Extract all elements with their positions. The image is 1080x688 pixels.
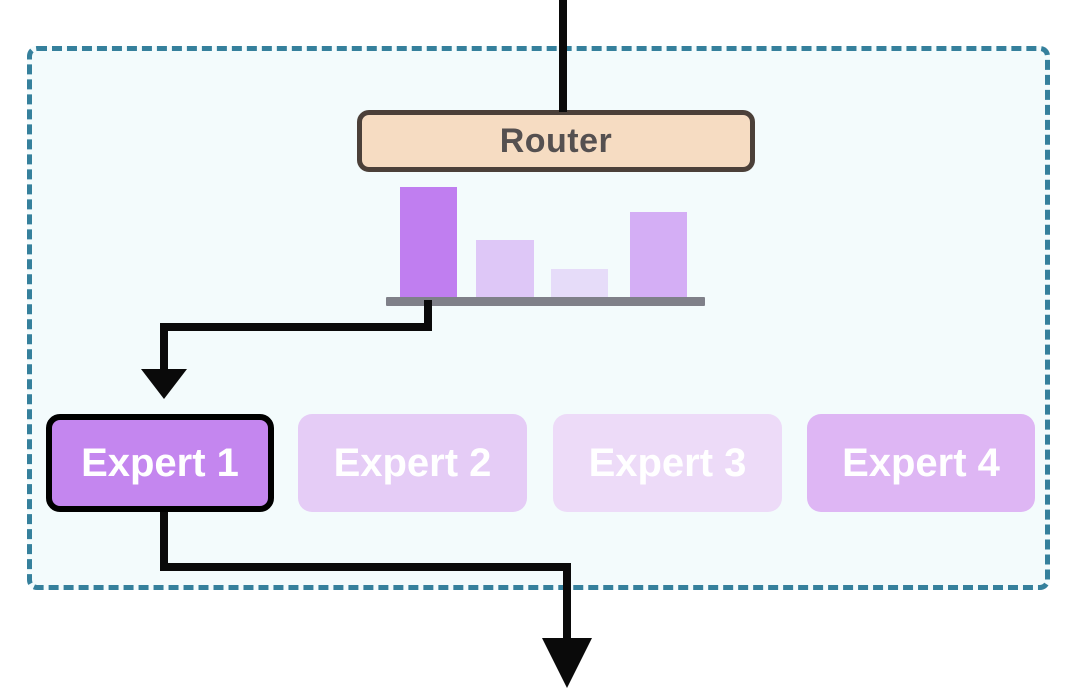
router-node[interactable]: Router [357,110,755,172]
expert-node-2-label: Expert 2 [333,441,492,485]
gate-chart-baseline [386,297,705,306]
expert-node-4[interactable]: Expert 4 [807,414,1035,512]
expert-node-1-label: Expert 1 [81,441,239,485]
expert-node-3-label: Expert 3 [588,441,747,485]
gate-bar-expert-2 [476,240,534,299]
expert-node-4-label: Expert 4 [842,441,1000,485]
expert-node-1[interactable]: Expert 1 [46,414,274,512]
gate-bar-expert-4 [630,212,687,299]
expert-node-2[interactable]: Expert 2 [298,414,527,512]
router-node-label: Router [499,122,613,160]
gate-distribution-chart [386,186,705,306]
gate-bar-expert-1 [400,187,457,299]
expert-1-to-output-arrowhead [542,638,592,688]
gate-bar-expert-3 [551,269,608,299]
expert-node-3[interactable]: Expert 3 [553,414,782,512]
